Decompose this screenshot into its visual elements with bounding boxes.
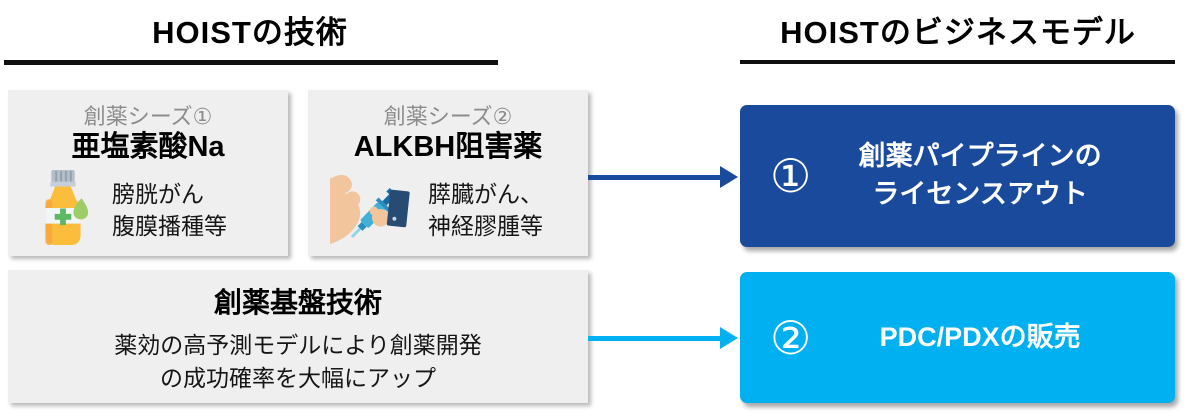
circled-number-1: ① — [770, 150, 812, 202]
business-model-2-card: ② PDC/PDXの販売 — [740, 272, 1175, 403]
abdominal-injection-icon — [330, 169, 412, 252]
left-title-underline — [4, 60, 498, 65]
drug-seed-1-name: 亜塩素酸Na — [71, 131, 225, 163]
business-model-1-card: ① 創薬パイプラインの ライセンスアウト — [740, 105, 1175, 247]
business-model-1-label: 創薬パイプラインの ライセンスアウト — [858, 141, 1102, 209]
drug-seed-1-indications: 膀胱がん 腹膜播種等 — [112, 181, 227, 240]
drug-seed-2-card: 創薬シーズ② ALKBH阻害薬 — [308, 90, 588, 256]
platform-technology-description: 薬効の高予測モデルにより創薬開発 の成功確率を大幅にアップ — [114, 332, 482, 392]
right-title-underline — [740, 60, 1175, 64]
platform-technology-card: 創薬基盤技術 薬効の高予測モデルにより創薬開発 の成功確率を大幅にアップ — [8, 270, 588, 403]
left-column-title: HOISTの技術 — [152, 15, 348, 50]
drug-seed-1-card: 創薬シーズ① 亜塩素酸Na — [8, 90, 288, 256]
drug-seed-2-label: 創薬シーズ② — [383, 104, 513, 129]
arrow-head-icon — [720, 327, 738, 349]
drug-seed-2-name: ALKBH阻害薬 — [353, 131, 543, 163]
arrow-line — [588, 336, 722, 341]
platform-technology-title: 創薬基盤技術 — [213, 287, 382, 318]
business-model-2-label: PDC/PDXの販売 — [879, 321, 1081, 352]
arrow-head-icon — [720, 166, 738, 188]
right-column-title: HOISTのビジネスモデル — [780, 15, 1136, 50]
circled-number-2: ② — [770, 311, 812, 364]
drug-seed-2-indications: 膵臓がん、 神経膠腫等 — [428, 181, 543, 240]
arrow-line — [588, 175, 722, 180]
medicine-bottle-icon — [30, 169, 96, 252]
drug-seed-1-label: 創薬シーズ① — [83, 104, 213, 129]
